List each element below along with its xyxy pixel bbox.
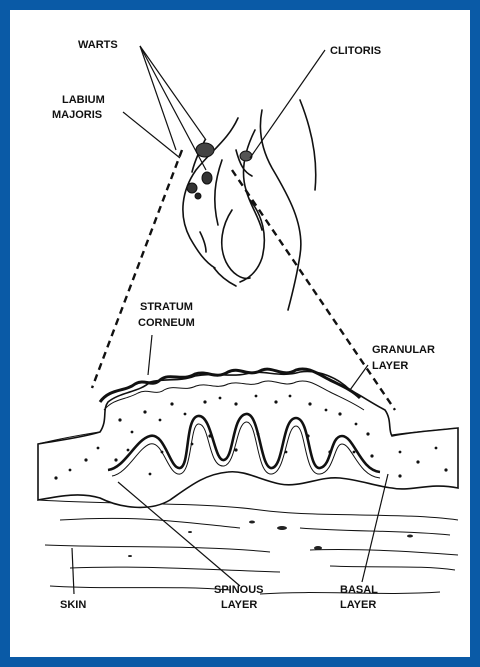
vulva-sketch [183, 100, 316, 310]
stratum-label-line1: STRATUM [140, 301, 193, 313]
labium-label-line1: LABIUM [62, 94, 105, 106]
warts-label: WARTS [78, 39, 118, 51]
skin-cross-section [38, 369, 458, 594]
upper-leader-lines [123, 46, 325, 170]
stratum-label-line2: CORNEUM [138, 317, 195, 329]
basal-label-line1: BASAL [340, 584, 378, 596]
clitoris-label: CLITORIS [330, 45, 381, 57]
spinous-label-line1: SPINOUS [214, 584, 264, 596]
basal-label-line2: LAYER [340, 599, 376, 611]
granular-label-line2: LAYER [372, 360, 408, 372]
labium-label-line2: MAJORIS [52, 109, 102, 121]
spinous-label-line2: LAYER [221, 599, 257, 611]
skin-label: SKIN [60, 599, 86, 611]
granular-label-line1: GRANULAR [372, 344, 435, 356]
